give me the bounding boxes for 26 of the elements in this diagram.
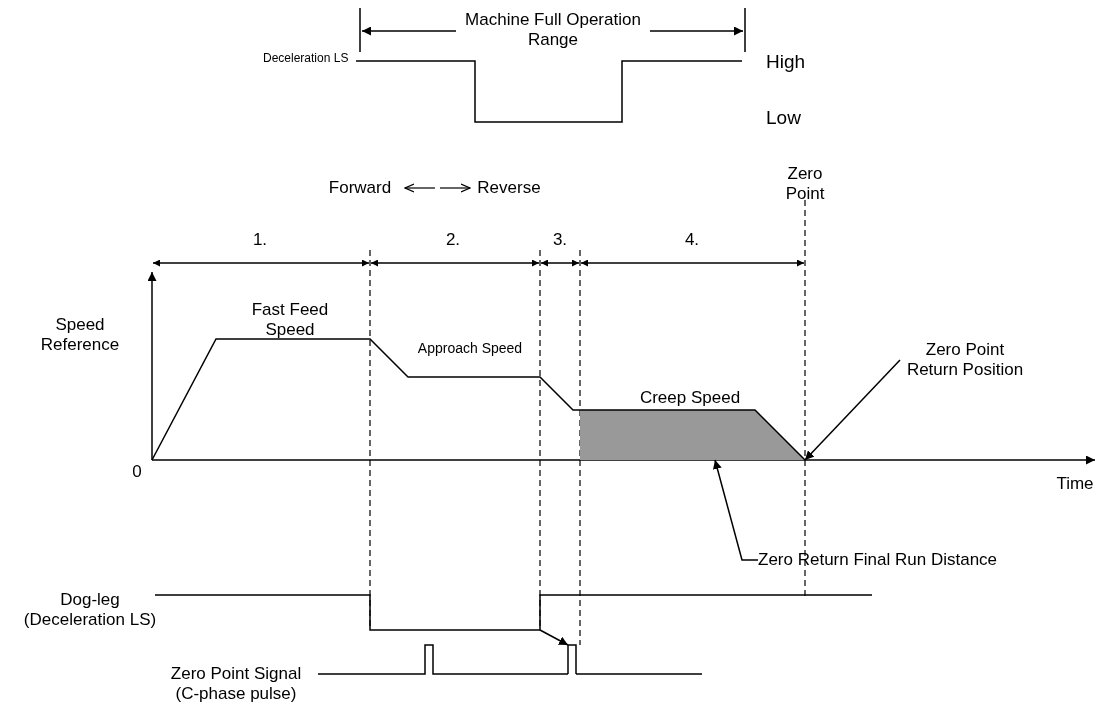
direction-label: Forward: [327, 178, 393, 198]
speed-label: Fast Feed Speed: [250, 300, 330, 340]
pulse: [567, 644, 577, 675]
axis-label: Time: [1055, 474, 1095, 494]
level-label: High: [766, 52, 807, 72]
phase-number: 3.: [551, 230, 569, 250]
axis-label: 0: [131, 462, 143, 482]
zero-point-label: Zero Point: [784, 164, 826, 204]
direction-label: Reverse: [476, 178, 542, 198]
level-label: Low: [766, 108, 802, 128]
shaded-area: [580, 410, 805, 460]
speed-label: Creep Speed: [638, 388, 742, 408]
phase-number: 4.: [683, 230, 701, 250]
signal-label: Zero Point Signal (C-phase pulse): [169, 664, 303, 704]
leader-line: [713, 459, 759, 561]
range-label: Machine Full Operation Range: [464, 10, 642, 50]
axis-label: Speed Reference: [39, 315, 121, 355]
signal-label: Dog-leg (Deceleration LS): [22, 590, 158, 630]
callout-text: Zero Point Return Position: [900, 340, 1030, 380]
speed-label: Approach Speed: [416, 339, 524, 358]
leader-line: [804, 359, 901, 461]
callout-text: Zero Return Final Run Distance: [758, 550, 998, 570]
signal-label: Deceleration LS: [263, 52, 350, 64]
phase-number: 2.: [444, 230, 462, 250]
phase-number: 1.: [251, 230, 269, 250]
arrow: [539, 629, 569, 646]
